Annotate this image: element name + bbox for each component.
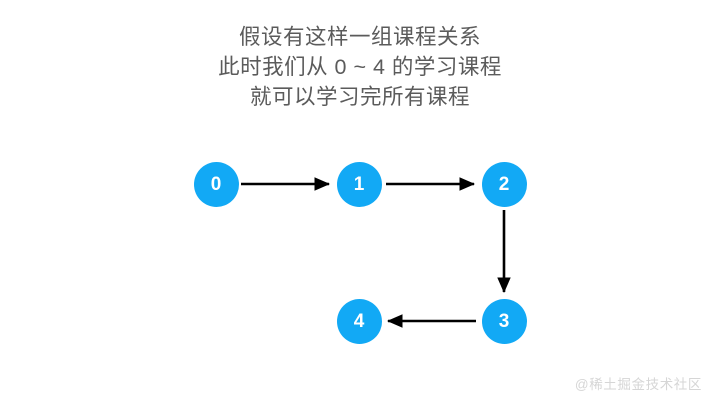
graph-node-4[interactable]: 4 xyxy=(336,298,382,344)
graph-node-label: 2 xyxy=(498,173,510,195)
caption-block: 假设有这样一组课程关系 此时我们从 0 ~ 4 的学习课程 就可以学习完所有课程 xyxy=(0,22,720,112)
graph-node-0[interactable]: 0 xyxy=(193,161,239,207)
graph-node-label: 0 xyxy=(210,173,222,195)
watermark: @稀土掘金技术社区 xyxy=(574,377,702,392)
graph-node-label: 4 xyxy=(353,310,365,332)
caption-line-2: 此时我们从 0 ~ 4 的学习课程 xyxy=(218,55,502,79)
graph-node-3[interactable]: 3 xyxy=(481,298,527,344)
graph-node-label: 3 xyxy=(498,310,510,332)
caption-line-1: 假设有这样一组课程关系 xyxy=(238,25,481,49)
graph-node-label: 1 xyxy=(353,173,365,195)
caption-line-3: 就可以学习完所有课程 xyxy=(249,85,470,109)
graph-node-1[interactable]: 1 xyxy=(336,161,382,207)
graph-edges xyxy=(241,177,511,328)
graph-node-2[interactable]: 2 xyxy=(481,161,527,207)
